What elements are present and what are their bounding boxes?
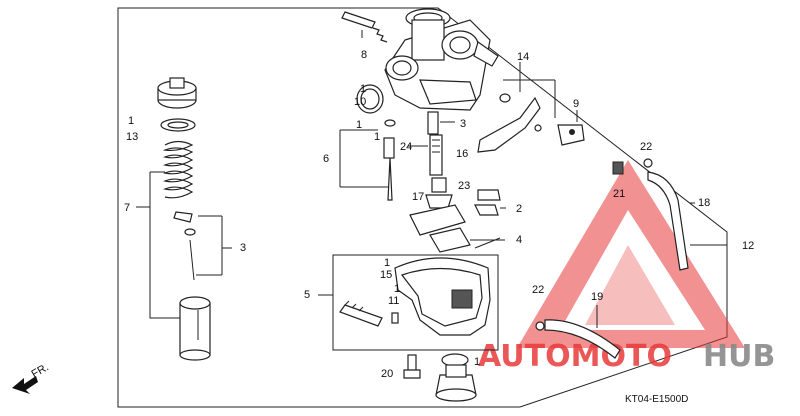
callout-1e: 1 xyxy=(384,257,390,269)
watermark-auto-text: AUTOMOTO xyxy=(478,339,672,374)
part-18-hose xyxy=(647,171,689,271)
bowl-o-ring xyxy=(441,353,469,367)
callout-18: 18 xyxy=(698,197,710,209)
part-20-screw xyxy=(403,354,421,379)
throttle-spring xyxy=(162,140,194,199)
watermark-triangle-inner xyxy=(585,245,675,325)
part-19-hose xyxy=(544,319,621,359)
part-21-fitting xyxy=(612,161,624,175)
callout-11: 11 xyxy=(388,295,399,307)
callout-20: 20 xyxy=(381,368,393,380)
callout-1-cap: 1 xyxy=(128,115,134,127)
callout-3-left: 3 xyxy=(240,242,246,254)
callout-24: 24 xyxy=(400,141,412,153)
part-6-needle-group xyxy=(339,119,396,201)
callout-15: 15 xyxy=(380,269,392,281)
callout-1f: 1 xyxy=(394,283,400,295)
drain-plug xyxy=(435,364,477,402)
callout-22-bottom: 22 xyxy=(532,284,544,296)
part-5-float-chamber xyxy=(332,254,499,351)
bracket-7 xyxy=(149,171,180,319)
callout-19: 19 xyxy=(591,291,603,303)
part-14-bracket xyxy=(477,62,556,153)
part-2-clip xyxy=(474,189,506,216)
callout-9: 9 xyxy=(573,98,579,110)
watermark-triangle xyxy=(517,160,745,348)
callout-21: 21 xyxy=(613,188,625,200)
part-9-cable-holder xyxy=(557,110,585,146)
carburetor-body xyxy=(384,8,499,111)
callout-2: 2 xyxy=(516,203,522,215)
callout-14: 14 xyxy=(517,51,529,63)
callout-1a: 1 xyxy=(360,83,366,95)
callout-12: 12 xyxy=(742,240,754,252)
part-13-cap xyxy=(157,77,197,109)
cap-gasket-inner xyxy=(167,121,189,129)
part-22-clip-lower xyxy=(535,321,545,331)
callout-1c: 1 xyxy=(356,119,362,131)
callout-16: 16 xyxy=(456,148,468,160)
callout-7: 7 xyxy=(124,202,130,214)
part-4-float xyxy=(409,204,505,253)
front-arrow-label: FR. xyxy=(30,361,51,380)
callout-1g: 1 xyxy=(474,356,480,368)
diagram-code: KT04-E1500D xyxy=(625,394,688,405)
callout-13: 13 xyxy=(126,131,138,143)
callout-17: 17 xyxy=(412,191,424,203)
callout-5: 5 xyxy=(304,289,310,301)
part-22-clip-upper xyxy=(643,158,653,168)
callout-4: 4 xyxy=(516,234,522,246)
part-10-o-ring-inner xyxy=(360,88,380,110)
needle-clip-parts xyxy=(173,211,232,281)
part-16-needle-jet xyxy=(429,134,443,176)
callout-22-top: 22 xyxy=(640,141,652,153)
watermark xyxy=(517,160,745,348)
throttle-slide xyxy=(179,296,211,361)
part-17-23-main-jet xyxy=(425,177,453,209)
callout-6: 6 xyxy=(323,153,329,165)
part-3-jet xyxy=(427,111,455,135)
callout-1d: 1 xyxy=(374,131,380,143)
callout-23: 23 xyxy=(458,180,470,192)
callout-1: 8 xyxy=(361,49,367,61)
part-8-screw xyxy=(341,11,388,43)
callout-10: 10 xyxy=(354,96,366,108)
front-arrow-icon xyxy=(12,376,38,394)
watermark-hub-text: HUB xyxy=(703,339,775,374)
callout-3-top: 3 xyxy=(460,118,466,130)
